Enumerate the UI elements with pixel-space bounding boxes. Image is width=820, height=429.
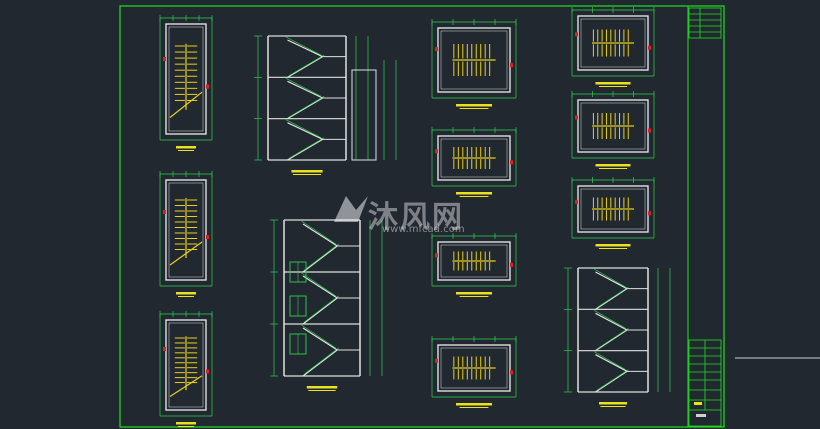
title-block-label-2 — [696, 414, 706, 417]
stair-plan-7 — [431, 336, 517, 408]
stair-plan-6 — [431, 233, 517, 297]
stair-plan-1 — [159, 15, 213, 151]
stair-plan-9 — [571, 91, 655, 169]
watermark-logo-icon — [334, 196, 368, 222]
title-block-top — [688, 7, 722, 39]
stair-plan-2 — [159, 171, 213, 297]
drawing-frame-outer — [119, 5, 725, 428]
stair-section-2 — [270, 219, 383, 391]
stair-plan-10 — [571, 177, 655, 249]
side-elevation — [351, 60, 397, 161]
stair-section-1 — [254, 35, 369, 175]
title-block-bottom — [688, 339, 722, 427]
section-windows — [289, 261, 307, 355]
stair-section-3 — [564, 267, 671, 407]
watermark-brand: 沐风网 — [368, 200, 464, 235]
stair-plan-5 — [431, 127, 517, 197]
title-block-label — [694, 402, 702, 405]
stair-plan-3 — [159, 311, 213, 427]
watermark-url: www.mfcad.com — [382, 224, 465, 235]
stair-plan-8 — [571, 7, 655, 87]
stair-plan-4 — [431, 19, 517, 109]
